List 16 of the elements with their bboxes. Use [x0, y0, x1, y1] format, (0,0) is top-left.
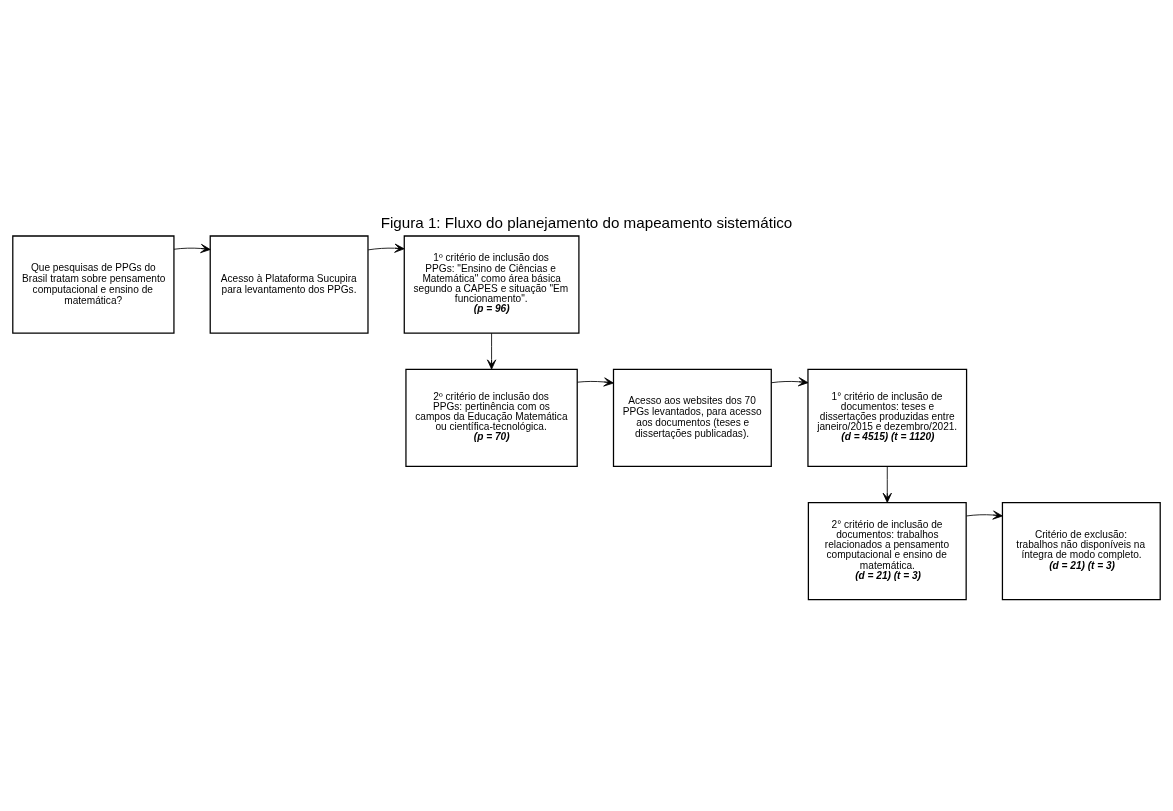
node-box: 2° critério de inclusão de documentos: trabalhos relacionados a pensamento computacional e ensino de matemática. (d = 21) (t = 3) — [807, 501, 967, 600]
arrow — [577, 376, 614, 387]
node-box: Que pesquisas de PPGs do Brasil tratam sobre pensamento computacional e ensino de matemática? — [12, 234, 175, 334]
node-box: Acesso à Plataforma Sucupira para levantamento dos PPGs. — [209, 234, 369, 334]
arrow — [367, 243, 405, 253]
node-box: Acesso aos websites dos 70 PPGs levantados, para acesso aos documentos (teses e dissertações publicadas). — [612, 368, 772, 467]
node-box: 2º critério de inclusão dos PPGs: pertinência com os campos da Educação Matemática ou científica-tecnológica. (p = 70) — [405, 368, 578, 467]
arrow — [771, 376, 809, 386]
arrow — [966, 509, 1003, 520]
arrow — [487, 332, 497, 370]
arrow — [882, 465, 892, 503]
node-box: Critério de exclusão: trabalhos não disponíveis na íntegra de modo completo. (d = 21) (t = 3) — [1001, 501, 1161, 600]
node-box: 1º critério de inclusão dos PPGs: "Ensino de Ciências e Matemática" como área básica segundo a CAPES e situação "Em funcionamento". (p = 96) — [403, 234, 580, 334]
node-box: 1° critério de inclusão de documentos: teses e dissertações produzidas entre janeiro/2015 e dezembro/2021. (d = 4515) (t = 1120) — [807, 368, 968, 467]
diagram-title: Figura 1: Fluxo do planejamento do mapeamento sistemático — [380, 213, 793, 231]
arrow — [173, 243, 211, 253]
